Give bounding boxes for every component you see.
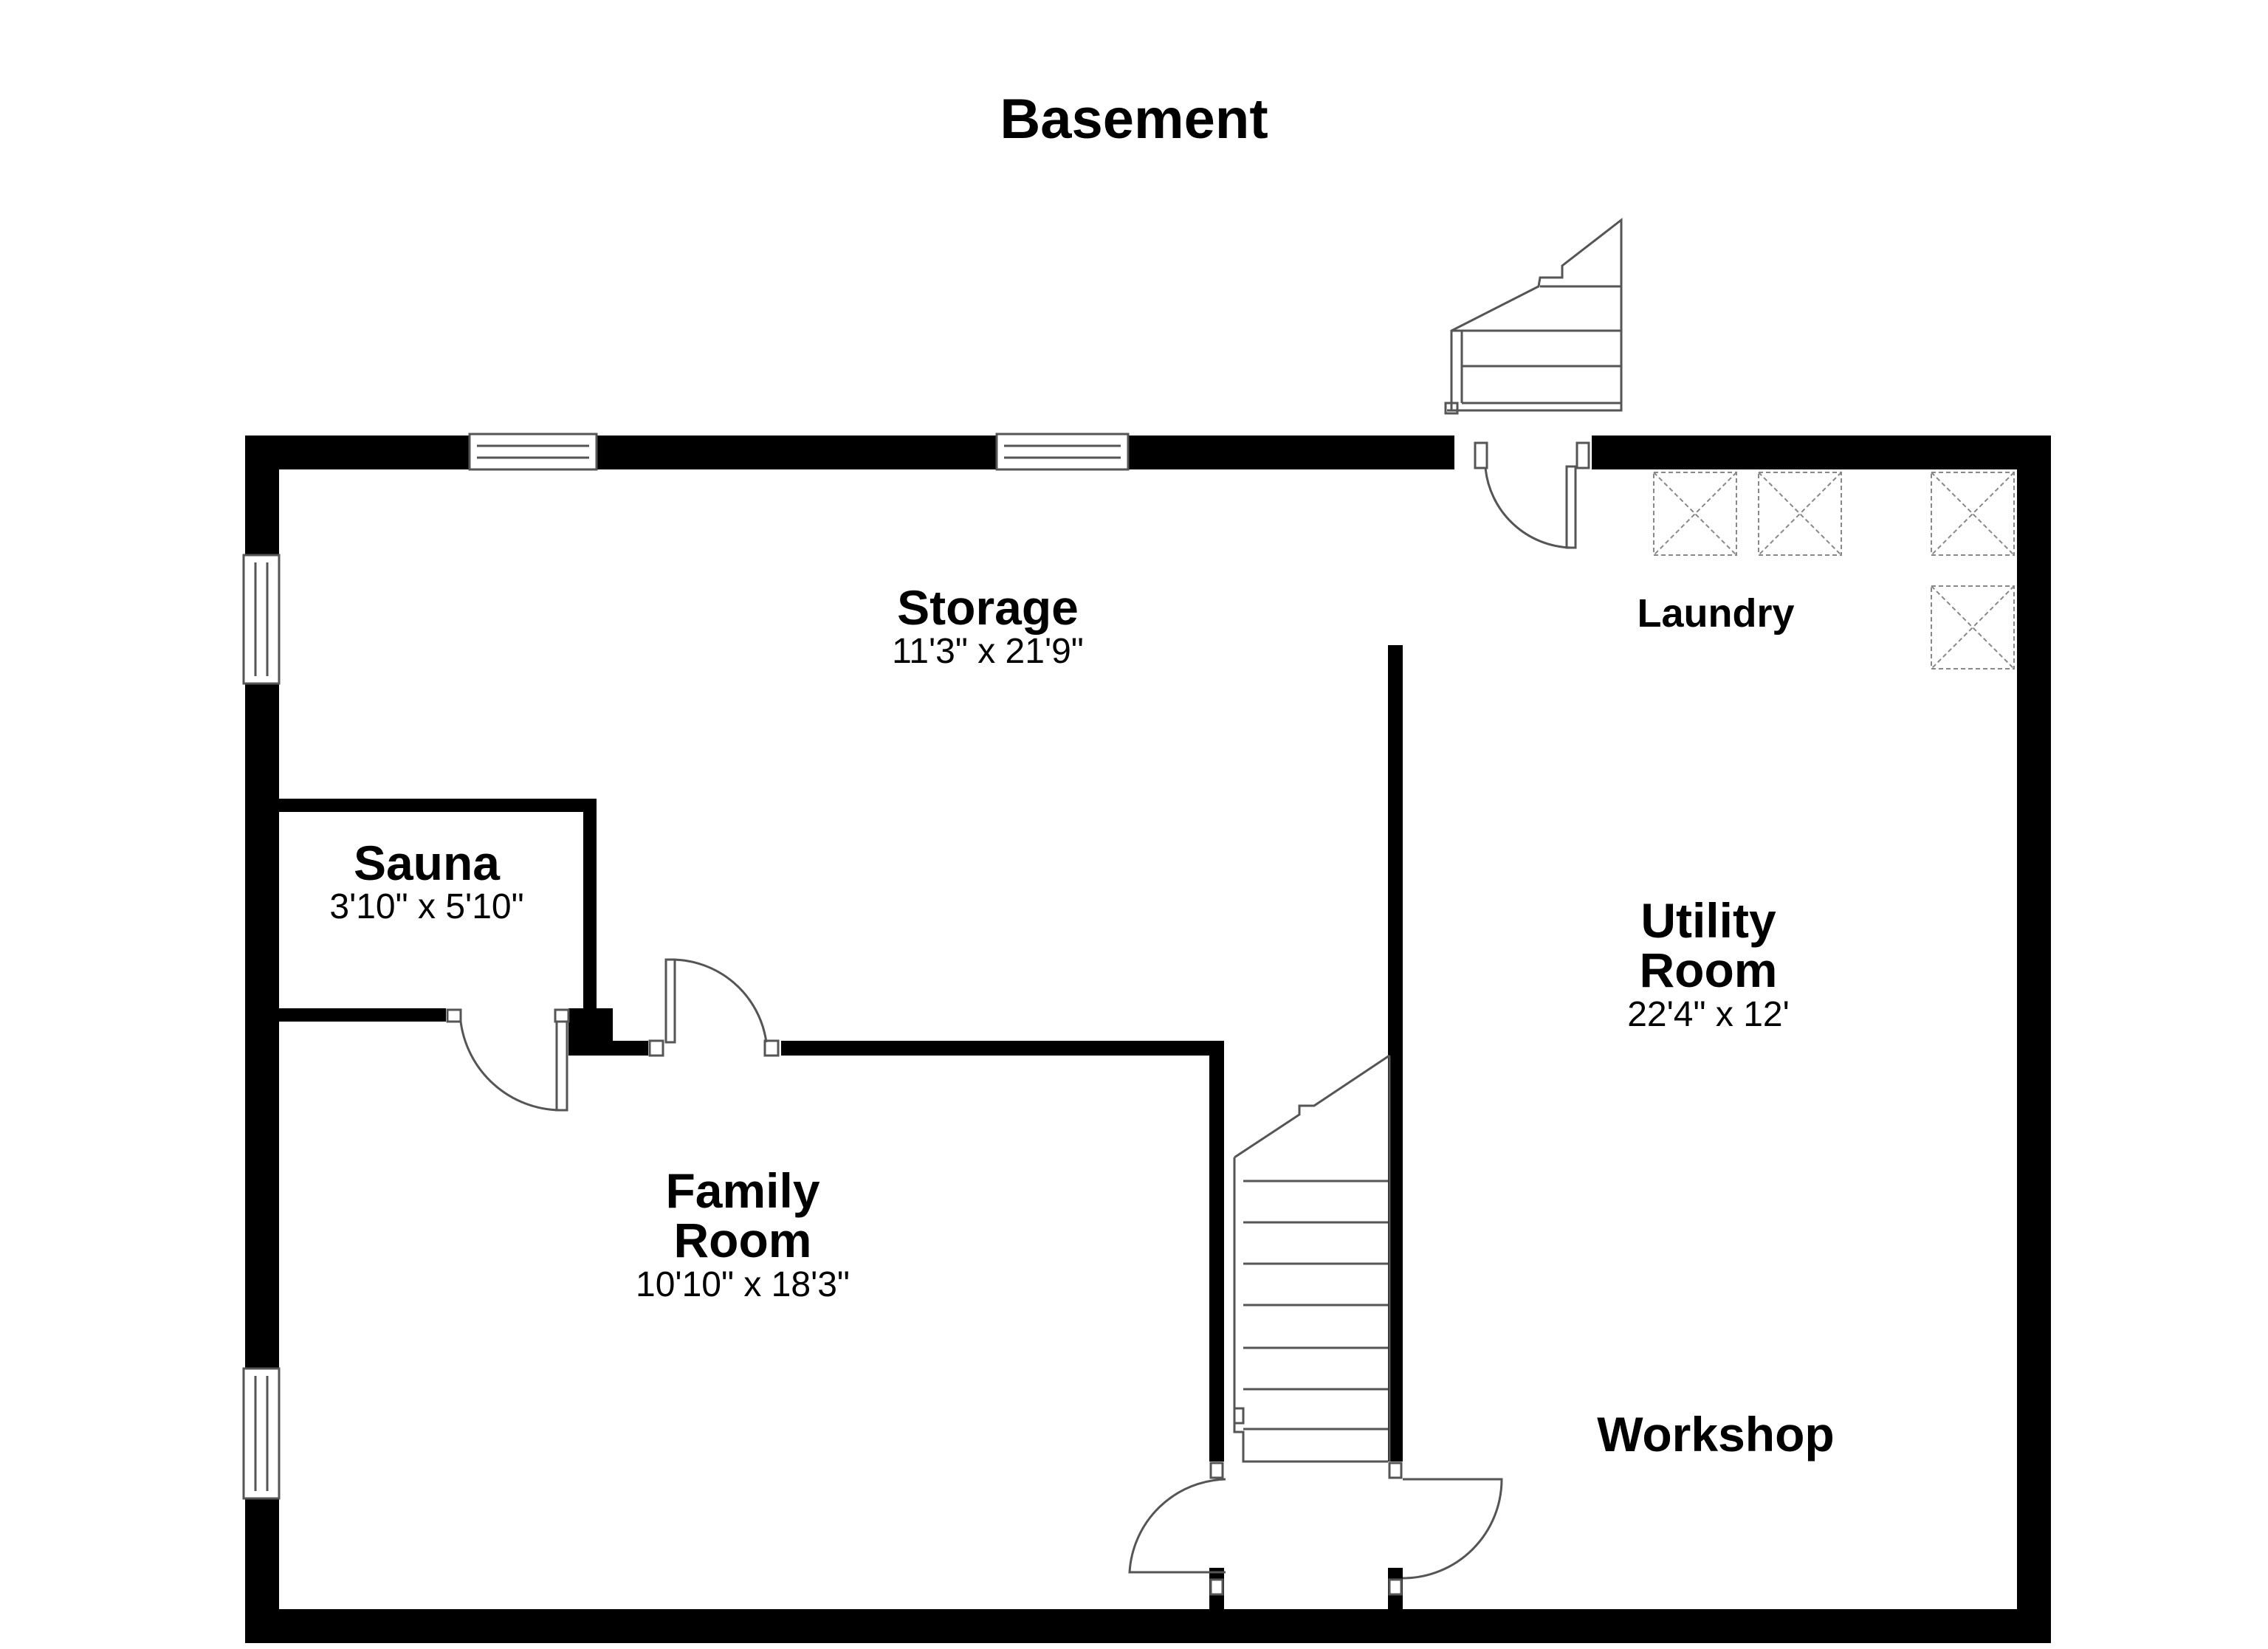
room-label-laundry: Laundry	[1605, 593, 1827, 634]
appliance-2	[1758, 472, 1842, 556]
window-top-1	[468, 433, 598, 471]
stair-bottom-door-right	[1388, 1462, 1503, 1596]
room-dimensions: 10'10" x 18'3"	[636, 1264, 850, 1304]
room-name: Sauna	[353, 836, 501, 890]
room-name: Workshop	[1597, 1407, 1835, 1462]
entry-door	[1454, 436, 1592, 549]
room-dimensions: 3'10" x 5'10"	[329, 887, 524, 927]
room-name-line1: Utility	[1640, 893, 1776, 948]
outer-walls	[245, 436, 2051, 1643]
family-room-walls	[597, 1041, 1224, 1609]
sauna-walls	[279, 799, 613, 1056]
laundry-appliances	[1653, 472, 2015, 669]
room-name: Storage	[897, 580, 1079, 635]
room-name-line2: Room	[673, 1213, 812, 1268]
windows	[242, 433, 1130, 1500]
room-label-workshop: Workshop	[1568, 1407, 1863, 1462]
room-label-storage: Storage 11'3" x 21'9"	[840, 580, 1135, 672]
room-label-family-room: Family Room 10'10" x 18'3"	[595, 1166, 890, 1304]
window-left-1	[242, 554, 281, 685]
room-dimensions: 11'3" x 21'9"	[892, 632, 1084, 672]
stair-bottom-door-left	[1128, 1462, 1226, 1596]
room-label-utility-room: Utility Room 22'4" x 12'	[1561, 893, 1856, 1034]
room-label-sauna: Sauna 3'10" x 5'10"	[286, 836, 567, 927]
room-name-line2: Room	[1639, 943, 1778, 998]
appliance-4	[1931, 585, 2015, 669]
room-name: Laundry	[1637, 591, 1795, 636]
exterior-stairs	[1444, 217, 1623, 415]
plan-title: Basement	[1000, 88, 1268, 151]
appliance-1	[1653, 472, 1737, 556]
sauna-door	[446, 1008, 570, 1112]
window-left-2	[242, 1367, 281, 1500]
room-name-line1: Family	[665, 1163, 820, 1218]
doors	[446, 436, 1592, 1596]
window-top-2	[995, 433, 1130, 471]
interior-stairs	[1233, 1054, 1391, 1463]
family-room-door	[648, 958, 781, 1057]
appliance-3	[1931, 472, 2015, 556]
room-dimensions: 22'4" x 12'	[1627, 994, 1790, 1034]
